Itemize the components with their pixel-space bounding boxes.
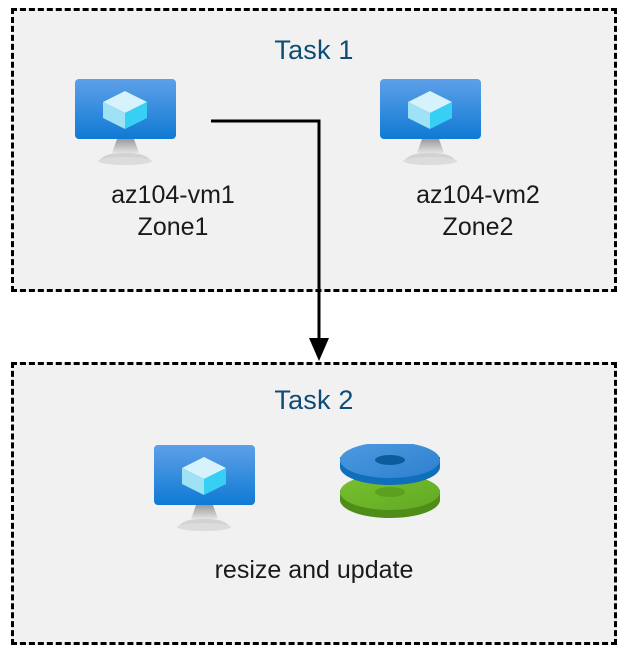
task-1-title: Task 1 xyxy=(274,35,354,65)
task-2-caption: resize and update xyxy=(14,554,614,586)
node-az104-vm2[interactable]: az104-vm2 Zone2 xyxy=(378,77,578,243)
virtual-machine-icon xyxy=(73,77,273,167)
node-label-az104-vm2: az104-vm2 Zone2 xyxy=(416,181,540,241)
task-2-container: Task 2 xyxy=(11,362,617,645)
virtual-machine-icon xyxy=(152,443,257,533)
task-2-caption-label: resize and update xyxy=(214,556,414,584)
node-task2-vm[interactable] xyxy=(152,443,257,533)
virtual-machine-icon xyxy=(378,77,578,167)
node-az104-vm1[interactable]: az104-vm1 Zone1 xyxy=(73,77,273,243)
disks-icon xyxy=(335,444,445,526)
node-task2-disks[interactable] xyxy=(335,444,445,526)
node-label-az104-vm1: az104-vm1 Zone1 xyxy=(111,181,235,241)
task-2-title: Task 2 xyxy=(274,385,354,415)
